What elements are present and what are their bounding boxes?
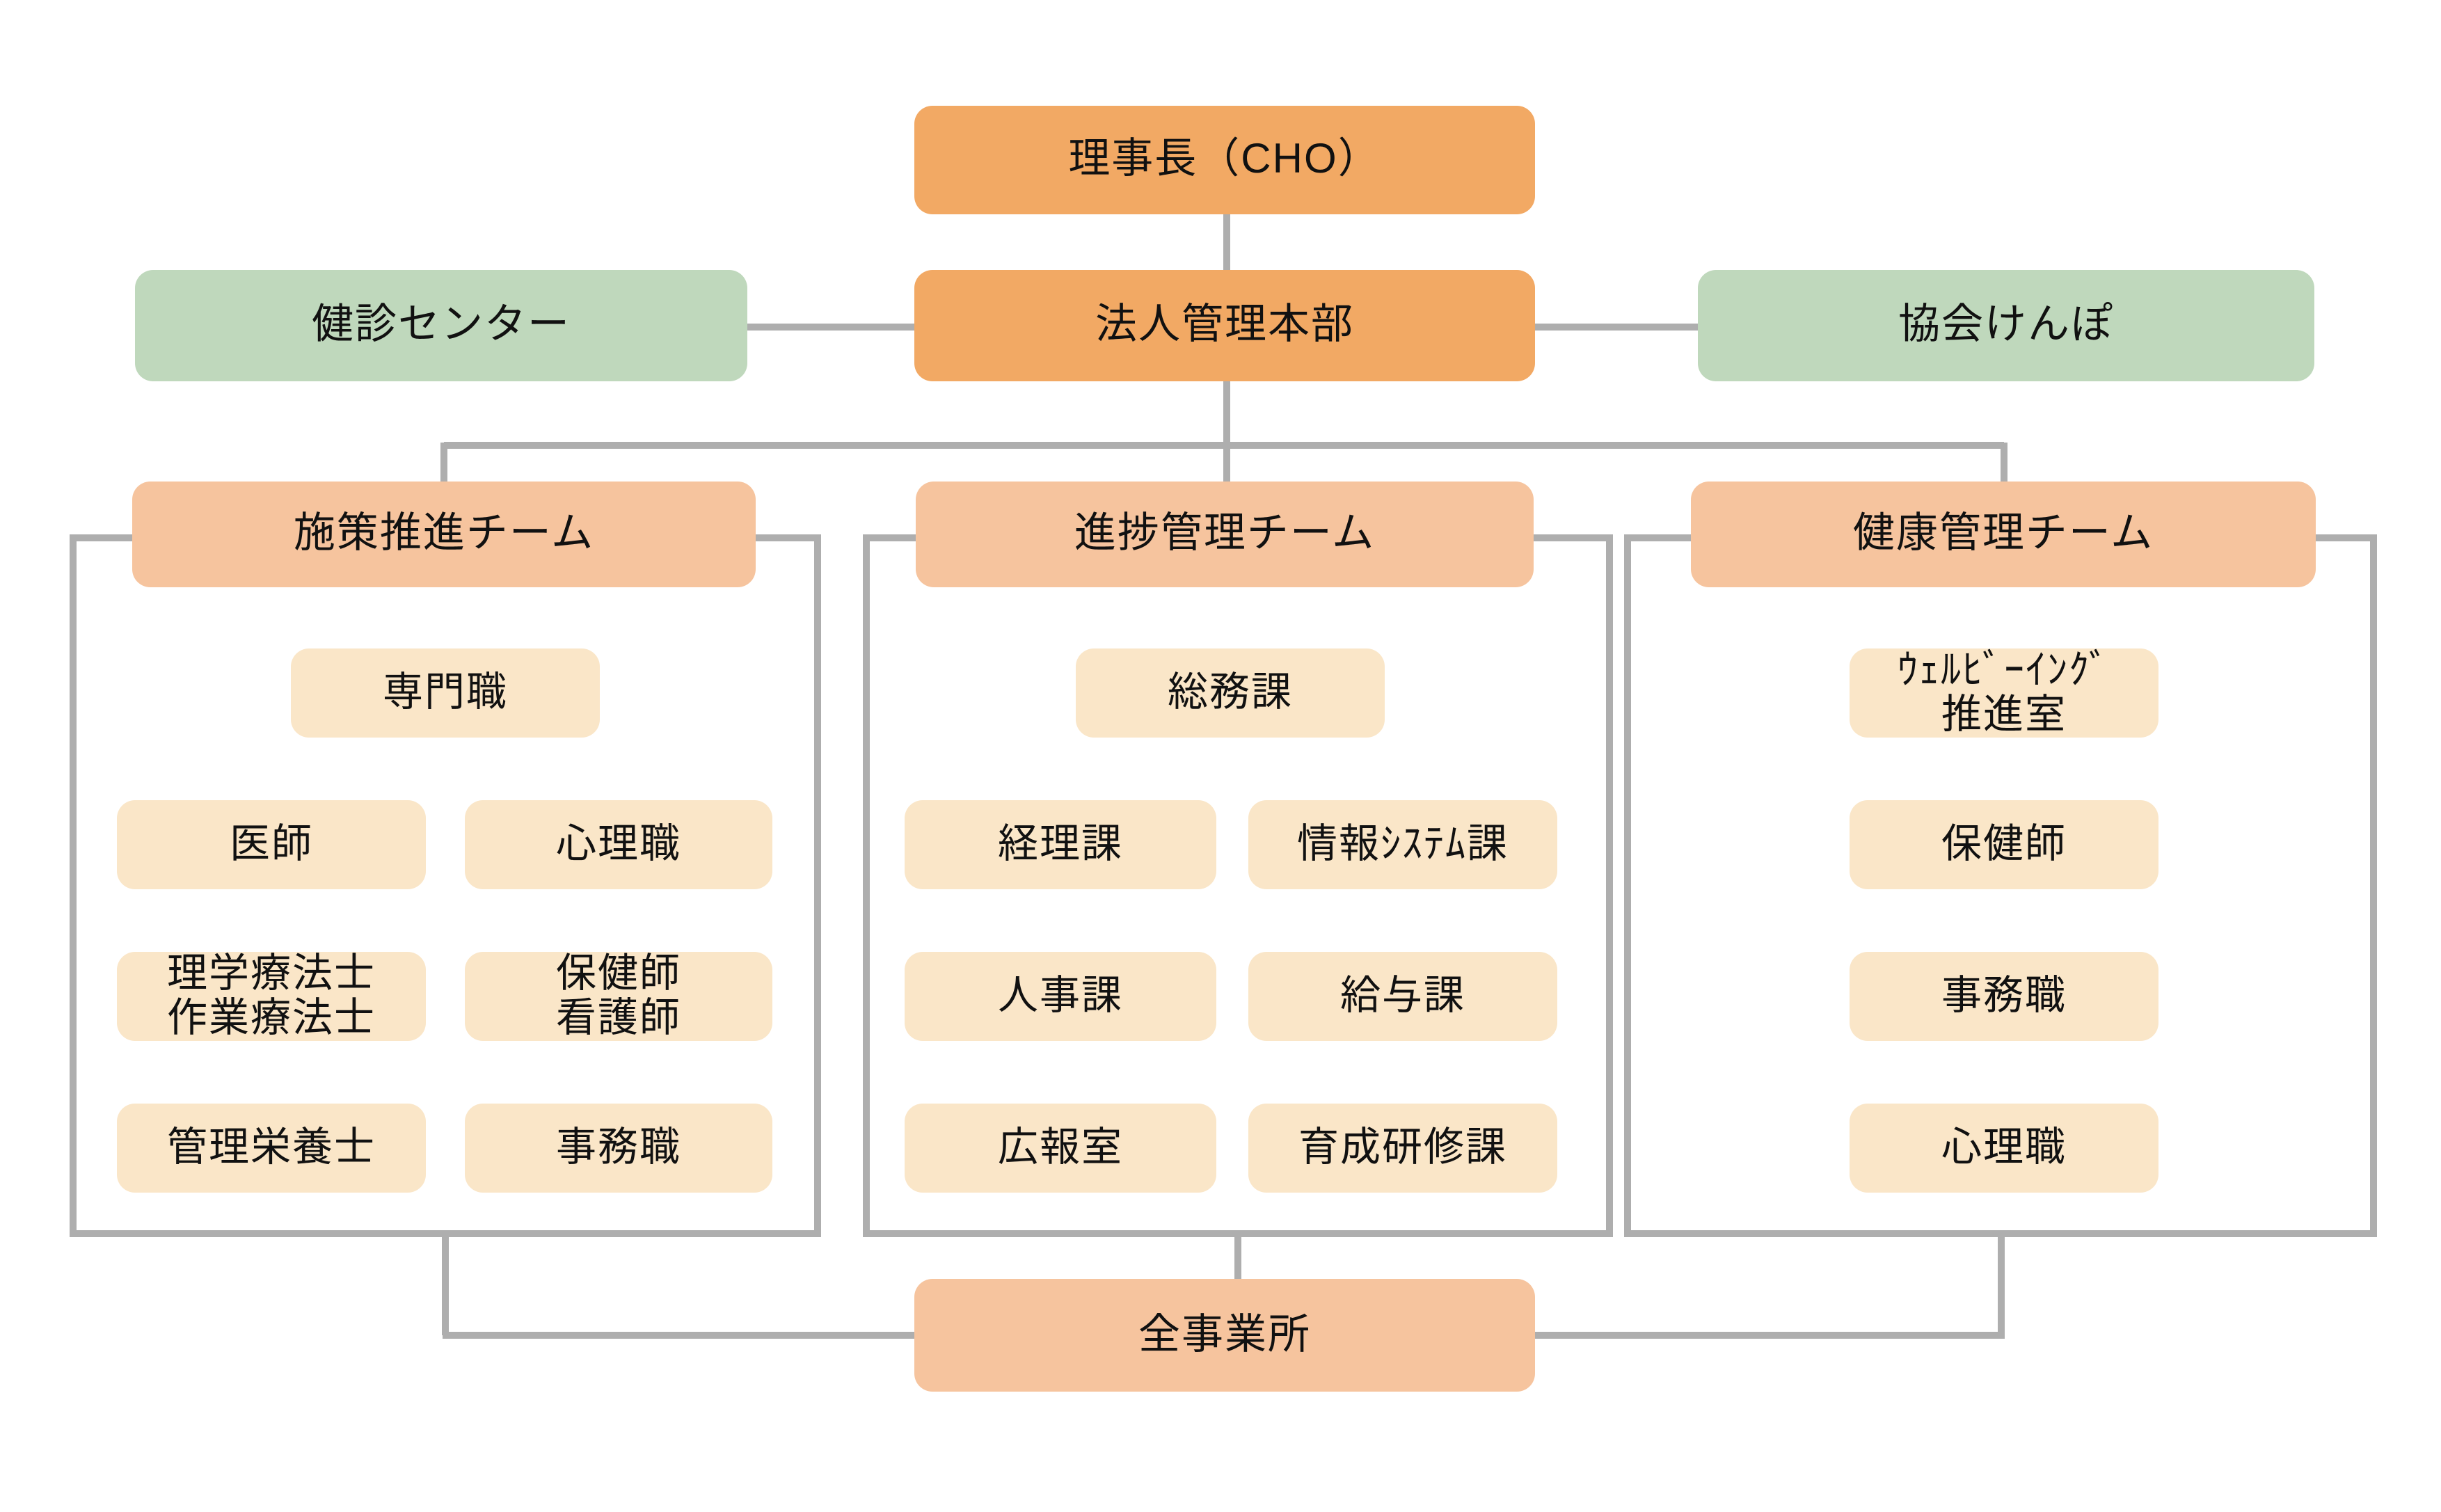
box-public-relations: 広報室 <box>905 1104 1216 1193</box>
box-kenshin-center: 健診センター <box>135 270 747 381</box>
box-wellbeing-office: ｳｪﾙﾋﾞｰｲﾝｸﾞ 推進室 <box>1850 648 2158 738</box>
team-header-policy: 施策推進チーム <box>132 482 756 587</box>
box-clerical-staff-2: 事務職 <box>1850 952 2158 1041</box>
box-chairman: 理事長（CHO） <box>914 106 1535 214</box>
box-psychologist: 心理職 <box>465 800 772 889</box>
box-clerical-staff-1: 事務職 <box>465 1104 772 1193</box>
box-corporate-hq: 法人管理本部 <box>914 270 1535 381</box>
team-header-health: 健康管理チーム <box>1691 482 2316 587</box>
box-health-nurse: 保健師 <box>1850 800 2158 889</box>
box-general-affairs: 総務課 <box>1076 648 1385 738</box>
box-kyokai-kenpo: 協会けんぽ <box>1698 270 2314 381</box>
box-dietitian: 管理栄養士 <box>117 1104 426 1193</box>
box-accounting: 経理課 <box>905 800 1216 889</box>
box-specialist: 専門職 <box>291 648 600 738</box>
box-training: 育成研修課 <box>1248 1104 1557 1193</box>
box-all-offices: 全事業所 <box>914 1279 1535 1392</box>
box-it-systems: 情報ｼｽﾃﾑ課 <box>1248 800 1557 889</box>
box-public-health-nurse: 保健師 看護師 <box>465 952 772 1041</box>
box-psychologist-2: 心理職 <box>1850 1104 2158 1193</box>
box-payroll: 給与課 <box>1248 952 1557 1041</box>
box-human-resources: 人事課 <box>905 952 1216 1041</box>
box-doctor: 医師 <box>117 800 426 889</box>
team-header-progress: 進捗管理チーム <box>916 482 1534 587</box>
box-physical-occupational-therapist: 理学療法士 作業療法士 <box>117 952 426 1041</box>
